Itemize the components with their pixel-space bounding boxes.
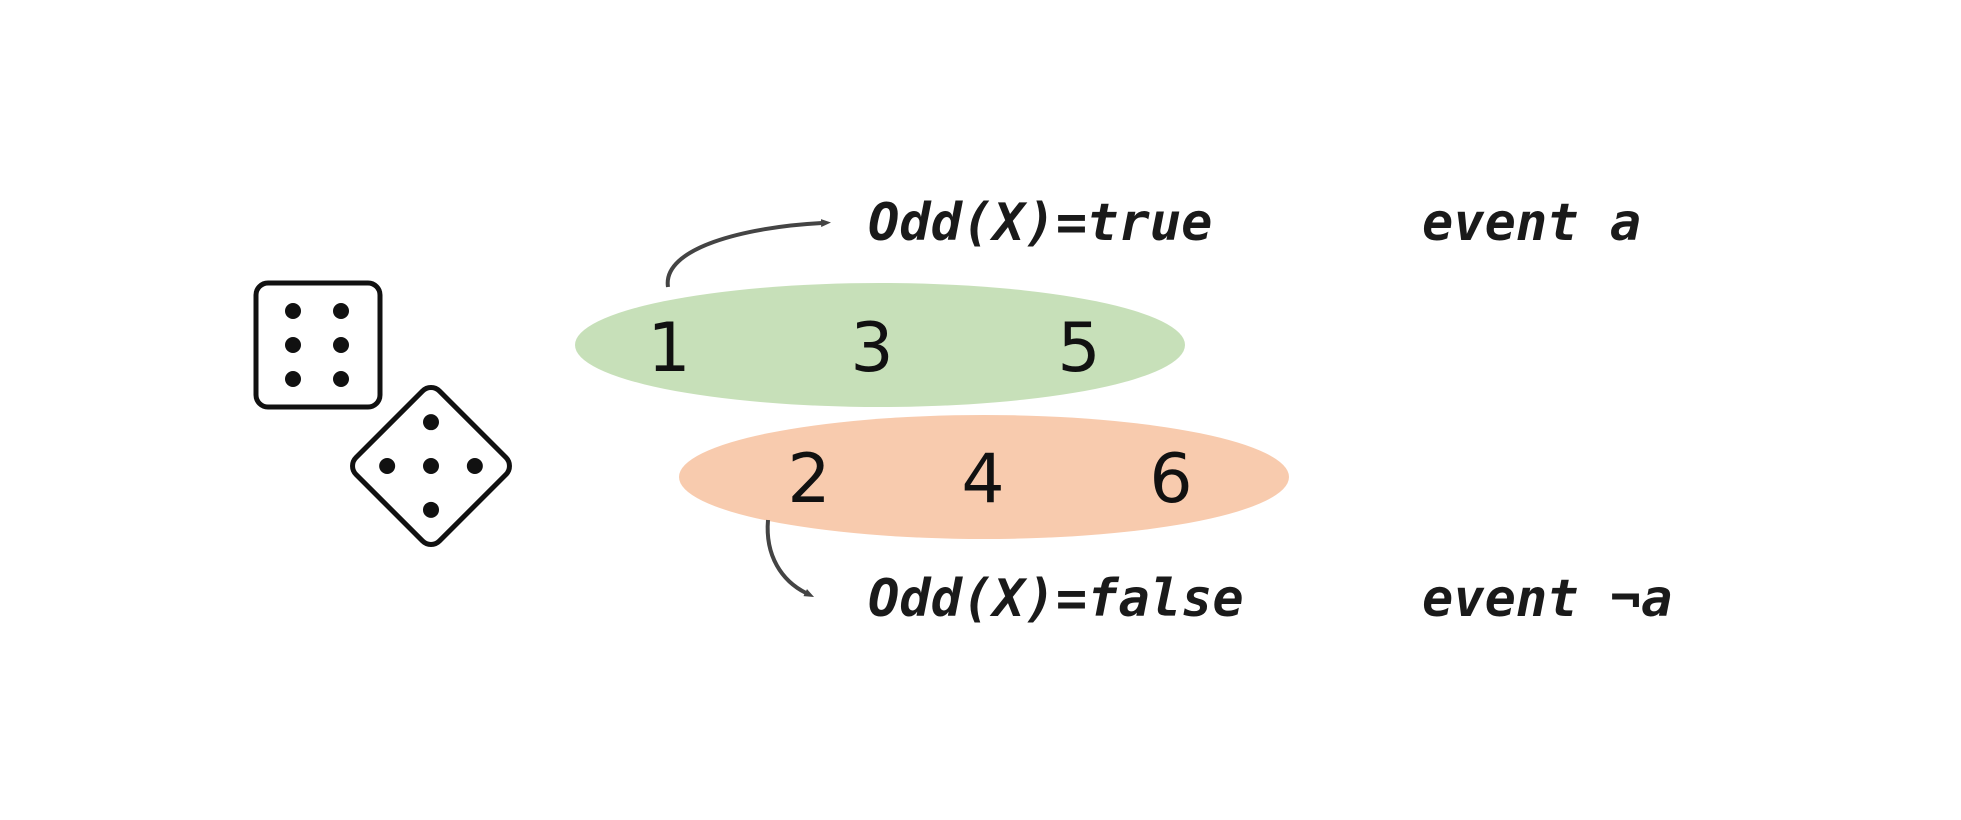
even-arrow (765, 519, 815, 598)
odd-expression: Odd(X)=true (868, 193, 1212, 253)
even-expression: Odd(X)=false (868, 569, 1244, 629)
even-set-ellipse (679, 415, 1289, 539)
dice-six-icon (253, 280, 383, 410)
even-value: 6 (1149, 440, 1192, 519)
odd-set-ellipse (575, 283, 1185, 407)
even-value: 2 (787, 440, 830, 519)
even-value: 4 (961, 440, 1004, 519)
odd-event-label: event a (1422, 193, 1641, 253)
odd-value: 5 (1057, 309, 1100, 388)
odd-value: 3 (850, 309, 893, 388)
odd-value: 1 (647, 309, 690, 388)
odd-arrow (665, 219, 831, 288)
even-event-label: event ¬a (1422, 569, 1672, 629)
dice-five-icon (350, 385, 512, 547)
